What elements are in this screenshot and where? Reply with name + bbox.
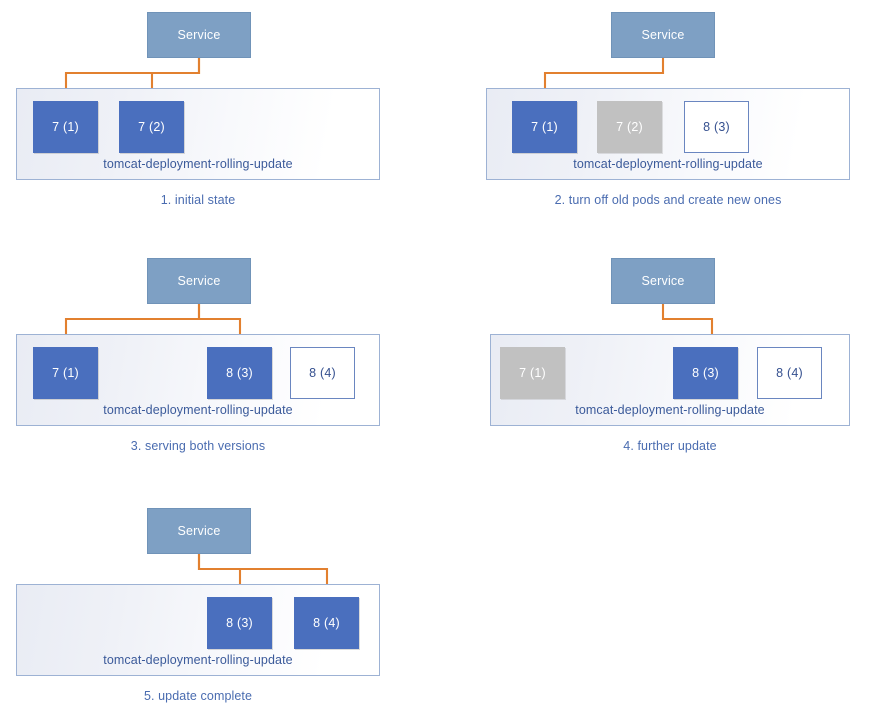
pod-8-3[interactable]: 8 (3)	[207, 347, 272, 399]
pod-7-1[interactable]: 7 (1)	[500, 347, 565, 399]
pod-8-3[interactable]: 8 (3)	[207, 597, 272, 649]
pod-label: 8 (4)	[309, 366, 336, 380]
pod-label: 8 (3)	[703, 120, 730, 134]
pod-label: 8 (4)	[313, 616, 340, 630]
service-label: Service	[177, 28, 221, 42]
pod-label: 8 (3)	[226, 616, 253, 630]
service-box[interactable]: Service	[147, 508, 251, 554]
pod-8-4[interactable]: 8 (4)	[757, 347, 822, 399]
pod-7-1[interactable]: 7 (1)	[33, 347, 98, 399]
deployment-label: tomcat-deployment-rolling-update	[575, 403, 765, 417]
pod-label: 8 (3)	[226, 366, 253, 380]
panel-caption: 5. update complete	[143, 689, 253, 703]
pod-label: 7 (2)	[616, 120, 643, 134]
pod-label: 7 (1)	[531, 120, 558, 134]
pod-8-4[interactable]: 8 (4)	[290, 347, 355, 399]
pod-label: 8 (4)	[776, 366, 803, 380]
deployment-label: tomcat-deployment-rolling-update	[103, 157, 293, 171]
service-box[interactable]: Service	[147, 12, 251, 58]
panel-caption: 3. serving both versions	[130, 439, 266, 453]
deployment-label: tomcat-deployment-rolling-update	[103, 653, 293, 667]
pod-label: 7 (1)	[52, 366, 79, 380]
service-box[interactable]: Service	[147, 258, 251, 304]
deployment-label: tomcat-deployment-rolling-update	[103, 403, 293, 417]
pod-label: 7 (1)	[52, 120, 79, 134]
deployment-label: tomcat-deployment-rolling-update	[573, 157, 763, 171]
pod-7-1[interactable]: 7 (1)	[512, 101, 577, 153]
service-label: Service	[641, 28, 685, 42]
pod-8-3[interactable]: 8 (3)	[673, 347, 738, 399]
pod-label: 8 (3)	[692, 366, 719, 380]
pod-8-3[interactable]: 8 (3)	[684, 101, 749, 153]
panel-caption: 1. initial state	[160, 193, 236, 207]
pod-7-2[interactable]: 7 (2)	[119, 101, 184, 153]
service-box[interactable]: Service	[611, 12, 715, 58]
pod-7-1[interactable]: 7 (1)	[33, 101, 98, 153]
pod-8-4[interactable]: 8 (4)	[294, 597, 359, 649]
service-label: Service	[177, 274, 221, 288]
service-label: Service	[177, 524, 221, 538]
service-label: Service	[641, 274, 685, 288]
service-box[interactable]: Service	[611, 258, 715, 304]
pod-label: 7 (1)	[519, 366, 546, 380]
pod-label: 7 (2)	[138, 120, 165, 134]
panel-caption: 4. further update	[623, 439, 717, 453]
panel-caption: 2. turn off old pods and create new ones	[554, 193, 782, 207]
pod-7-2[interactable]: 7 (2)	[597, 101, 662, 153]
